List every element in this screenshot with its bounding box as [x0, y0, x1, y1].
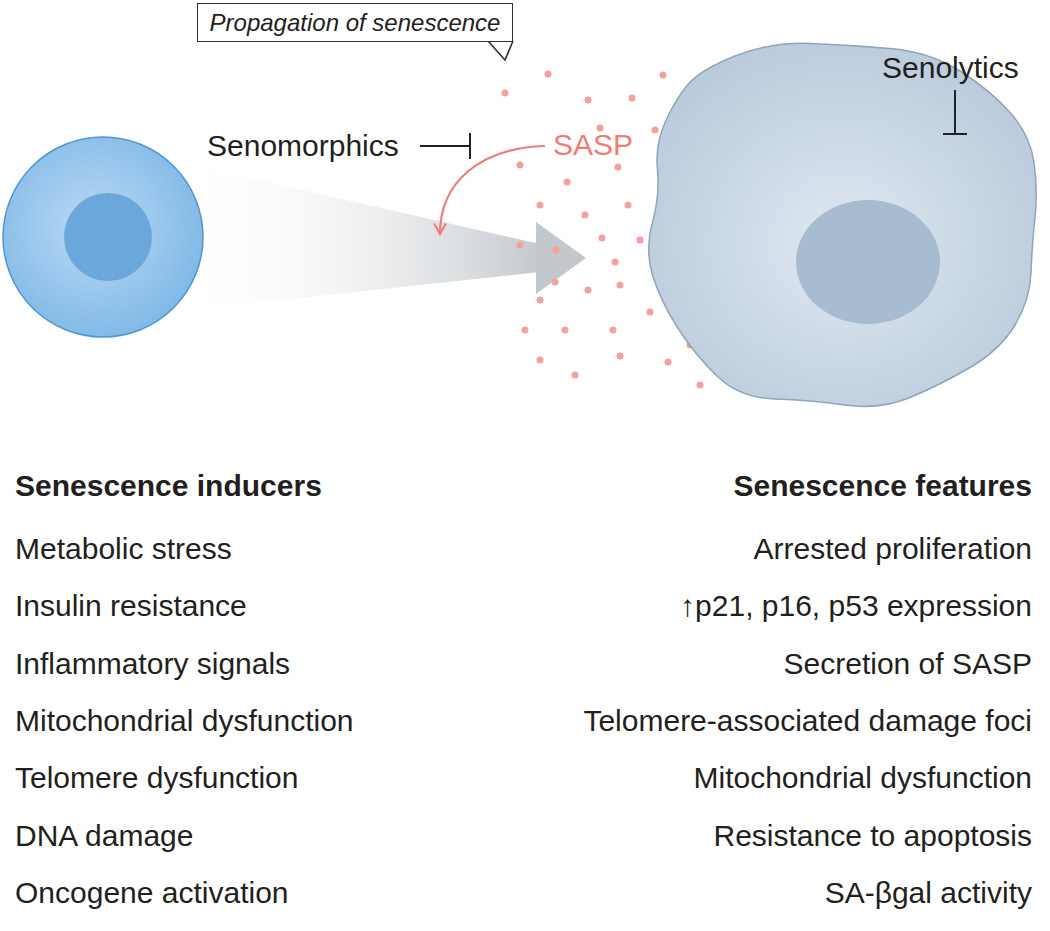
list-item: DNA damage: [15, 819, 193, 853]
arrow-cone: [170, 160, 540, 312]
list-item: Inflammatory signals: [15, 647, 290, 681]
arrow-head: [536, 222, 586, 294]
list-item: Telomere-associated damage foci: [583, 704, 1032, 738]
list-item: Metabolic stress: [15, 532, 232, 566]
feedback-arrow: [440, 146, 545, 234]
normal-cell: [3, 137, 203, 337]
list-item: Oncogene activation: [15, 876, 289, 910]
sasp-label: SASP: [553, 128, 633, 162]
cell-nucleus: [796, 200, 940, 324]
column-heading: Senescence features: [733, 469, 1032, 503]
column-heading: Senescence inducers: [15, 469, 322, 503]
list-item: Resistance to apoptosis: [713, 819, 1032, 853]
transition-arrow: [170, 160, 586, 312]
callout-box: Propagation of senescence: [197, 3, 513, 42]
inhibitor-label: Senolytics: [882, 51, 1019, 85]
callout-tail: [488, 41, 513, 60]
cell-body: [649, 43, 1037, 406]
inhibitor-label: Senomorphics: [207, 129, 399, 163]
list-item: Mitochondrial dysfunction: [15, 704, 354, 738]
cell-body: [3, 137, 203, 337]
list-item: ↑p21, p16, p53 expression: [680, 589, 1032, 623]
list-item: Secretion of SASP: [784, 647, 1032, 681]
list-item: SA-βgal activity: [825, 876, 1032, 910]
inhibitor-symbol: [420, 133, 470, 159]
inhibitor-symbol: [943, 90, 967, 134]
list-item: Arrested proliferation: [754, 532, 1032, 566]
list-item: Mitochondrial dysfunction: [693, 761, 1032, 795]
cell-nucleus: [64, 193, 152, 281]
senescent-cell: [649, 43, 1037, 406]
list-item: Insulin resistance: [15, 589, 247, 623]
list-item: Telomere dysfunction: [15, 761, 298, 795]
callout-text: Propagation of senescence: [210, 9, 501, 37]
